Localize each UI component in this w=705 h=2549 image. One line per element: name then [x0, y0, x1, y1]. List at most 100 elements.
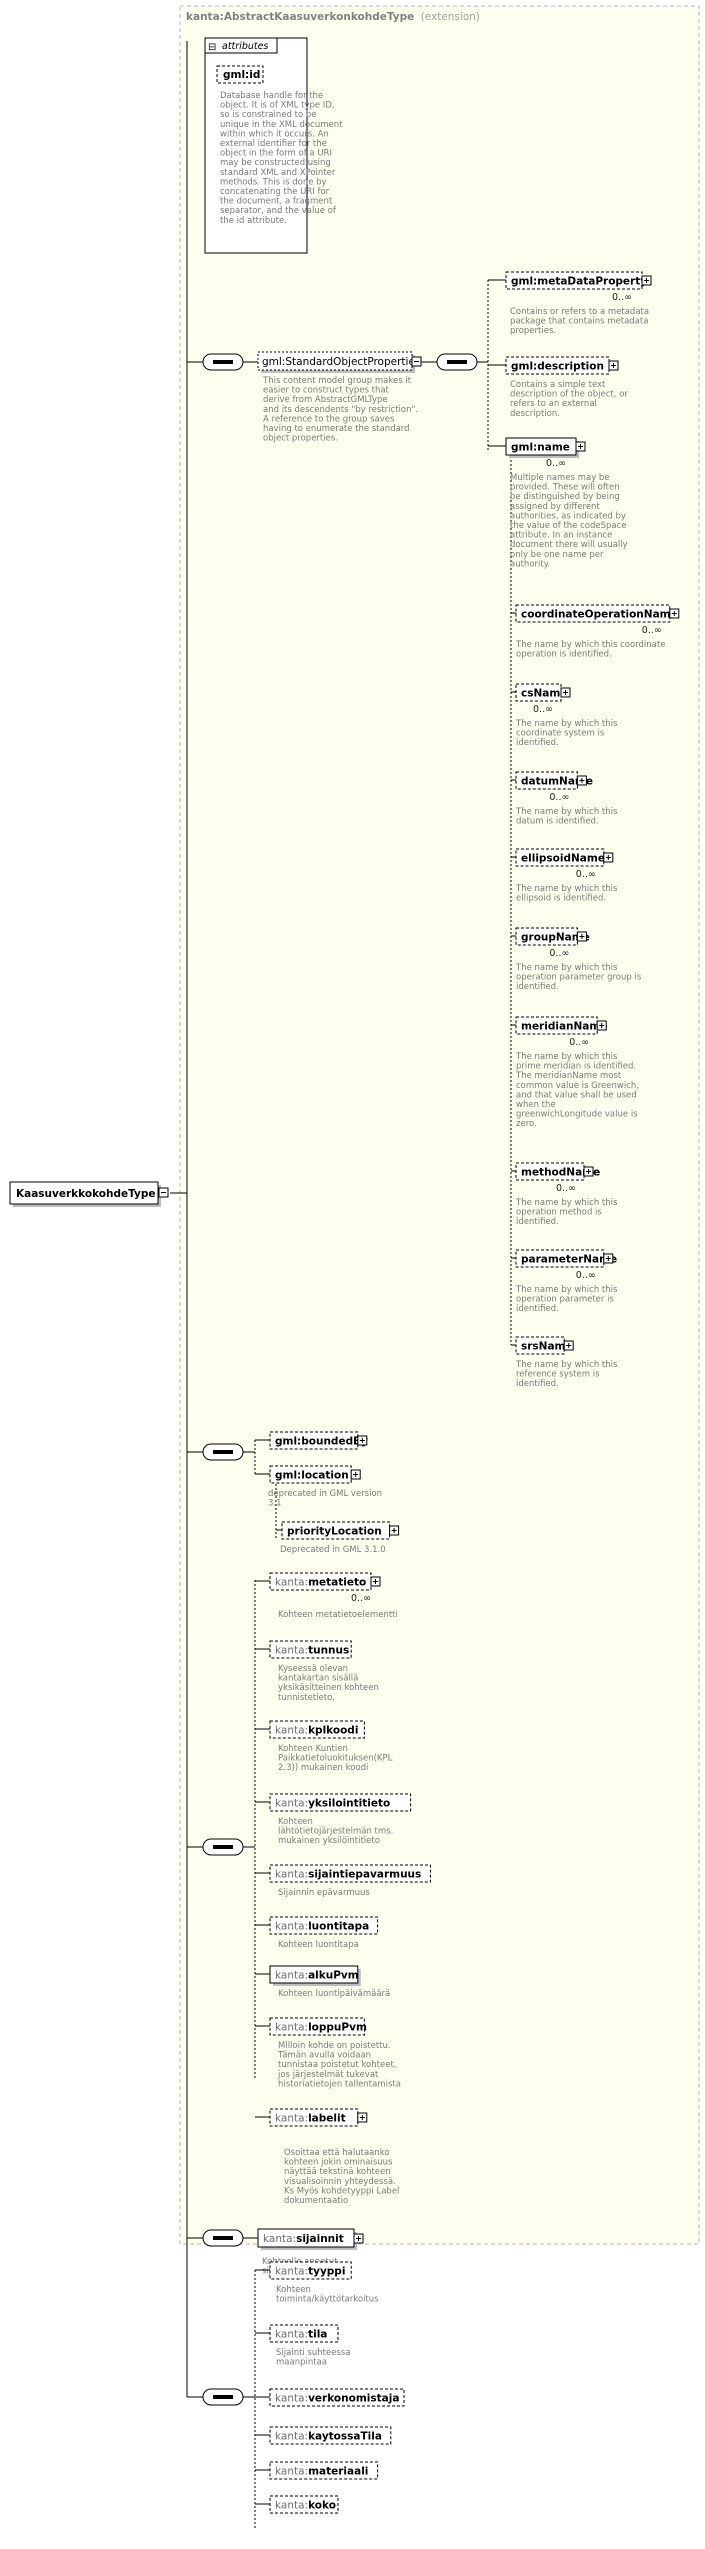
node-name: gml:description: [511, 361, 604, 373]
bottom-item-node[interactable]: kanta:tila: [269, 2324, 339, 2343]
node-box[interactable]: [269, 2388, 405, 2407]
std-group-node[interactable]: [257, 351, 413, 371]
subst-item-node[interactable]: srsName: [515, 1336, 574, 1355]
node-prefix: kanta:: [275, 2113, 308, 2125]
seq-sijainnit-dots: [213, 2236, 233, 2240]
node-box[interactable]: [505, 271, 643, 290]
doc-line: Ks Myös kohdetyyppi Label: [284, 2186, 399, 2196]
kanta-item-node[interactable]: kanta:loppuPvm: [269, 2017, 367, 2036]
subst-item-node[interactable]: methodName: [515, 1162, 600, 1181]
std-item-node[interactable]: gml:name: [505, 437, 586, 458]
doc-line: derive from AbstractGMLType: [263, 395, 388, 405]
attr-gml-id-box[interactable]: [216, 65, 264, 84]
bottom-item-node[interactable]: kanta:verkonomistaja: [269, 2388, 405, 2407]
node-box[interactable]: [269, 2261, 352, 2280]
doc-line: Database handle for the: [220, 91, 323, 101]
node-name: gml:name: [511, 442, 570, 454]
kanta-item-node[interactable]: kanta:kplkoodi: [269, 1720, 365, 1739]
attributes-collapse-icon[interactable]: ⊟: [208, 42, 216, 53]
doc-line: Multiple names may be: [510, 473, 610, 483]
node-name: kanta:tila: [275, 2329, 327, 2341]
doc-line: refers to an external: [510, 399, 597, 409]
doc-line: historiatietojen tallentamista: [278, 2079, 401, 2089]
node-name: ellipsoidName: [521, 853, 605, 865]
node-box[interactable]: [515, 771, 578, 790]
attr-gml-id-name: gml:id: [223, 69, 260, 81]
std-item-node[interactable]: gml:metaDataProperty: [505, 271, 652, 290]
subst-item-node[interactable]: datumName: [515, 771, 593, 790]
root-node[interactable]: [9, 1181, 159, 1205]
bottom-item-node[interactable]: kanta:materiaali: [269, 2461, 379, 2480]
node-box[interactable]: [269, 1572, 372, 1591]
node-box[interactable]: [269, 1864, 431, 1883]
node-local: loppuPvm: [308, 2022, 367, 2034]
occurrence: 0..∞: [351, 1593, 371, 1604]
subst-item-node[interactable]: coordinateOperationName: [515, 604, 680, 623]
kanta-item-node[interactable]: kanta:yksilointitieto: [269, 1793, 412, 1812]
kanta-item-node[interactable]: kanta:labelit: [269, 2108, 368, 2127]
node-box[interactable]: [269, 1465, 352, 1484]
doc-line: yksikäsitteinen kohteen: [278, 1683, 379, 1693]
node-box[interactable]: [515, 927, 578, 946]
node-box[interactable]: [269, 2426, 392, 2445]
subst-item-node[interactable]: csName: [515, 683, 571, 702]
node-local: luontitapa: [308, 1921, 369, 1933]
doc-line: Kohteen luontipäivämäärä: [278, 1989, 390, 1999]
doc-line: The name by which this: [515, 1360, 618, 1370]
subst-item-node[interactable]: ellipsoidName: [515, 848, 614, 867]
doc-line: methods. This is done by: [220, 177, 327, 187]
kanta-item-node[interactable]: kanta:metatieto: [269, 1572, 381, 1591]
bounded-item-node[interactable]: gml:location: [269, 1465, 361, 1484]
doc-line: standard XML and XPointer: [220, 168, 336, 178]
node-box[interactable]: [269, 1793, 412, 1812]
subst-item-node[interactable]: meridianName: [515, 1016, 607, 1035]
doc-line: authorities, as indicated by: [510, 511, 626, 521]
node-name: parameterName: [521, 1254, 617, 1266]
bottom-item-node[interactable]: kanta:kaytossaTila: [269, 2426, 392, 2445]
doc-line: Kohteen Kuntien: [278, 1744, 348, 1754]
std-group-doc: This content model group makes iteasier …: [262, 376, 418, 444]
node-box[interactable]: [515, 1016, 598, 1035]
node-box[interactable]: [269, 2495, 339, 2514]
node-box[interactable]: [269, 2017, 365, 2036]
node-name: srsName: [521, 1341, 573, 1353]
node-name: methodName: [521, 1167, 600, 1179]
node-box[interactable]: [269, 1720, 365, 1739]
doc-line: operation method is: [516, 1208, 602, 1218]
node-box[interactable]: [269, 2461, 379, 2480]
node-box[interactable]: [269, 2324, 339, 2343]
doc-line: object. It is of XML type ID,: [220, 101, 335, 111]
bottom-item-node[interactable]: kanta:tyyppi: [269, 2261, 352, 2280]
doc-line: Sijainnin epävarmuus: [278, 1888, 370, 1898]
node-box[interactable]: [269, 1640, 352, 1659]
node-box[interactable]: [269, 1965, 359, 1984]
node-local: labelit: [308, 2113, 346, 2125]
doc-line: The name by which this: [515, 1052, 618, 1062]
node-box[interactable]: [515, 683, 562, 702]
node-box[interactable]: [269, 1916, 379, 1935]
doc-line: description of the object, or: [510, 390, 628, 400]
doc-line: dokumentaatio: [284, 2196, 348, 2206]
node-name: kanta:alkuPvm: [275, 1970, 359, 1982]
doc-line: The name by which this: [515, 807, 618, 817]
kanta-item-node[interactable]: kanta:luontitapa: [269, 1916, 379, 1935]
doc-line: datum is identified.: [516, 817, 599, 827]
std-item-node[interactable]: gml:description: [505, 356, 619, 375]
doc-line: Tämän avulla voidaan: [277, 2051, 371, 2061]
doc-line: identified.: [516, 982, 559, 992]
bounded-item-node[interactable]: priorityLocation: [281, 1521, 400, 1540]
kanta-item-node[interactable]: kanta:sijaintiepavarmuus: [269, 1864, 431, 1883]
bounded-item-node[interactable]: gml:boundedBy: [269, 1431, 368, 1450]
doc-line: The name by which this: [515, 884, 618, 894]
subst-item-node[interactable]: parameterName: [515, 1249, 617, 1268]
bottom-item-node[interactable]: kanta:koko: [269, 2495, 339, 2514]
node-prefix: kanta:: [275, 2500, 308, 2512]
occurrence: 0..∞: [546, 458, 566, 469]
node-local: kaytossaTila: [308, 2431, 382, 2443]
kanta-item-node[interactable]: kanta:alkuPvm: [269, 1965, 361, 1986]
occurrence: 0..∞: [556, 1183, 576, 1194]
subst-item-node[interactable]: groupName: [515, 927, 590, 946]
doc-line: The name by which this: [515, 1198, 618, 1208]
doc-line: ellipsoid is identified.: [516, 894, 606, 904]
kanta-item-node[interactable]: kanta:tunnus: [269, 1640, 352, 1659]
